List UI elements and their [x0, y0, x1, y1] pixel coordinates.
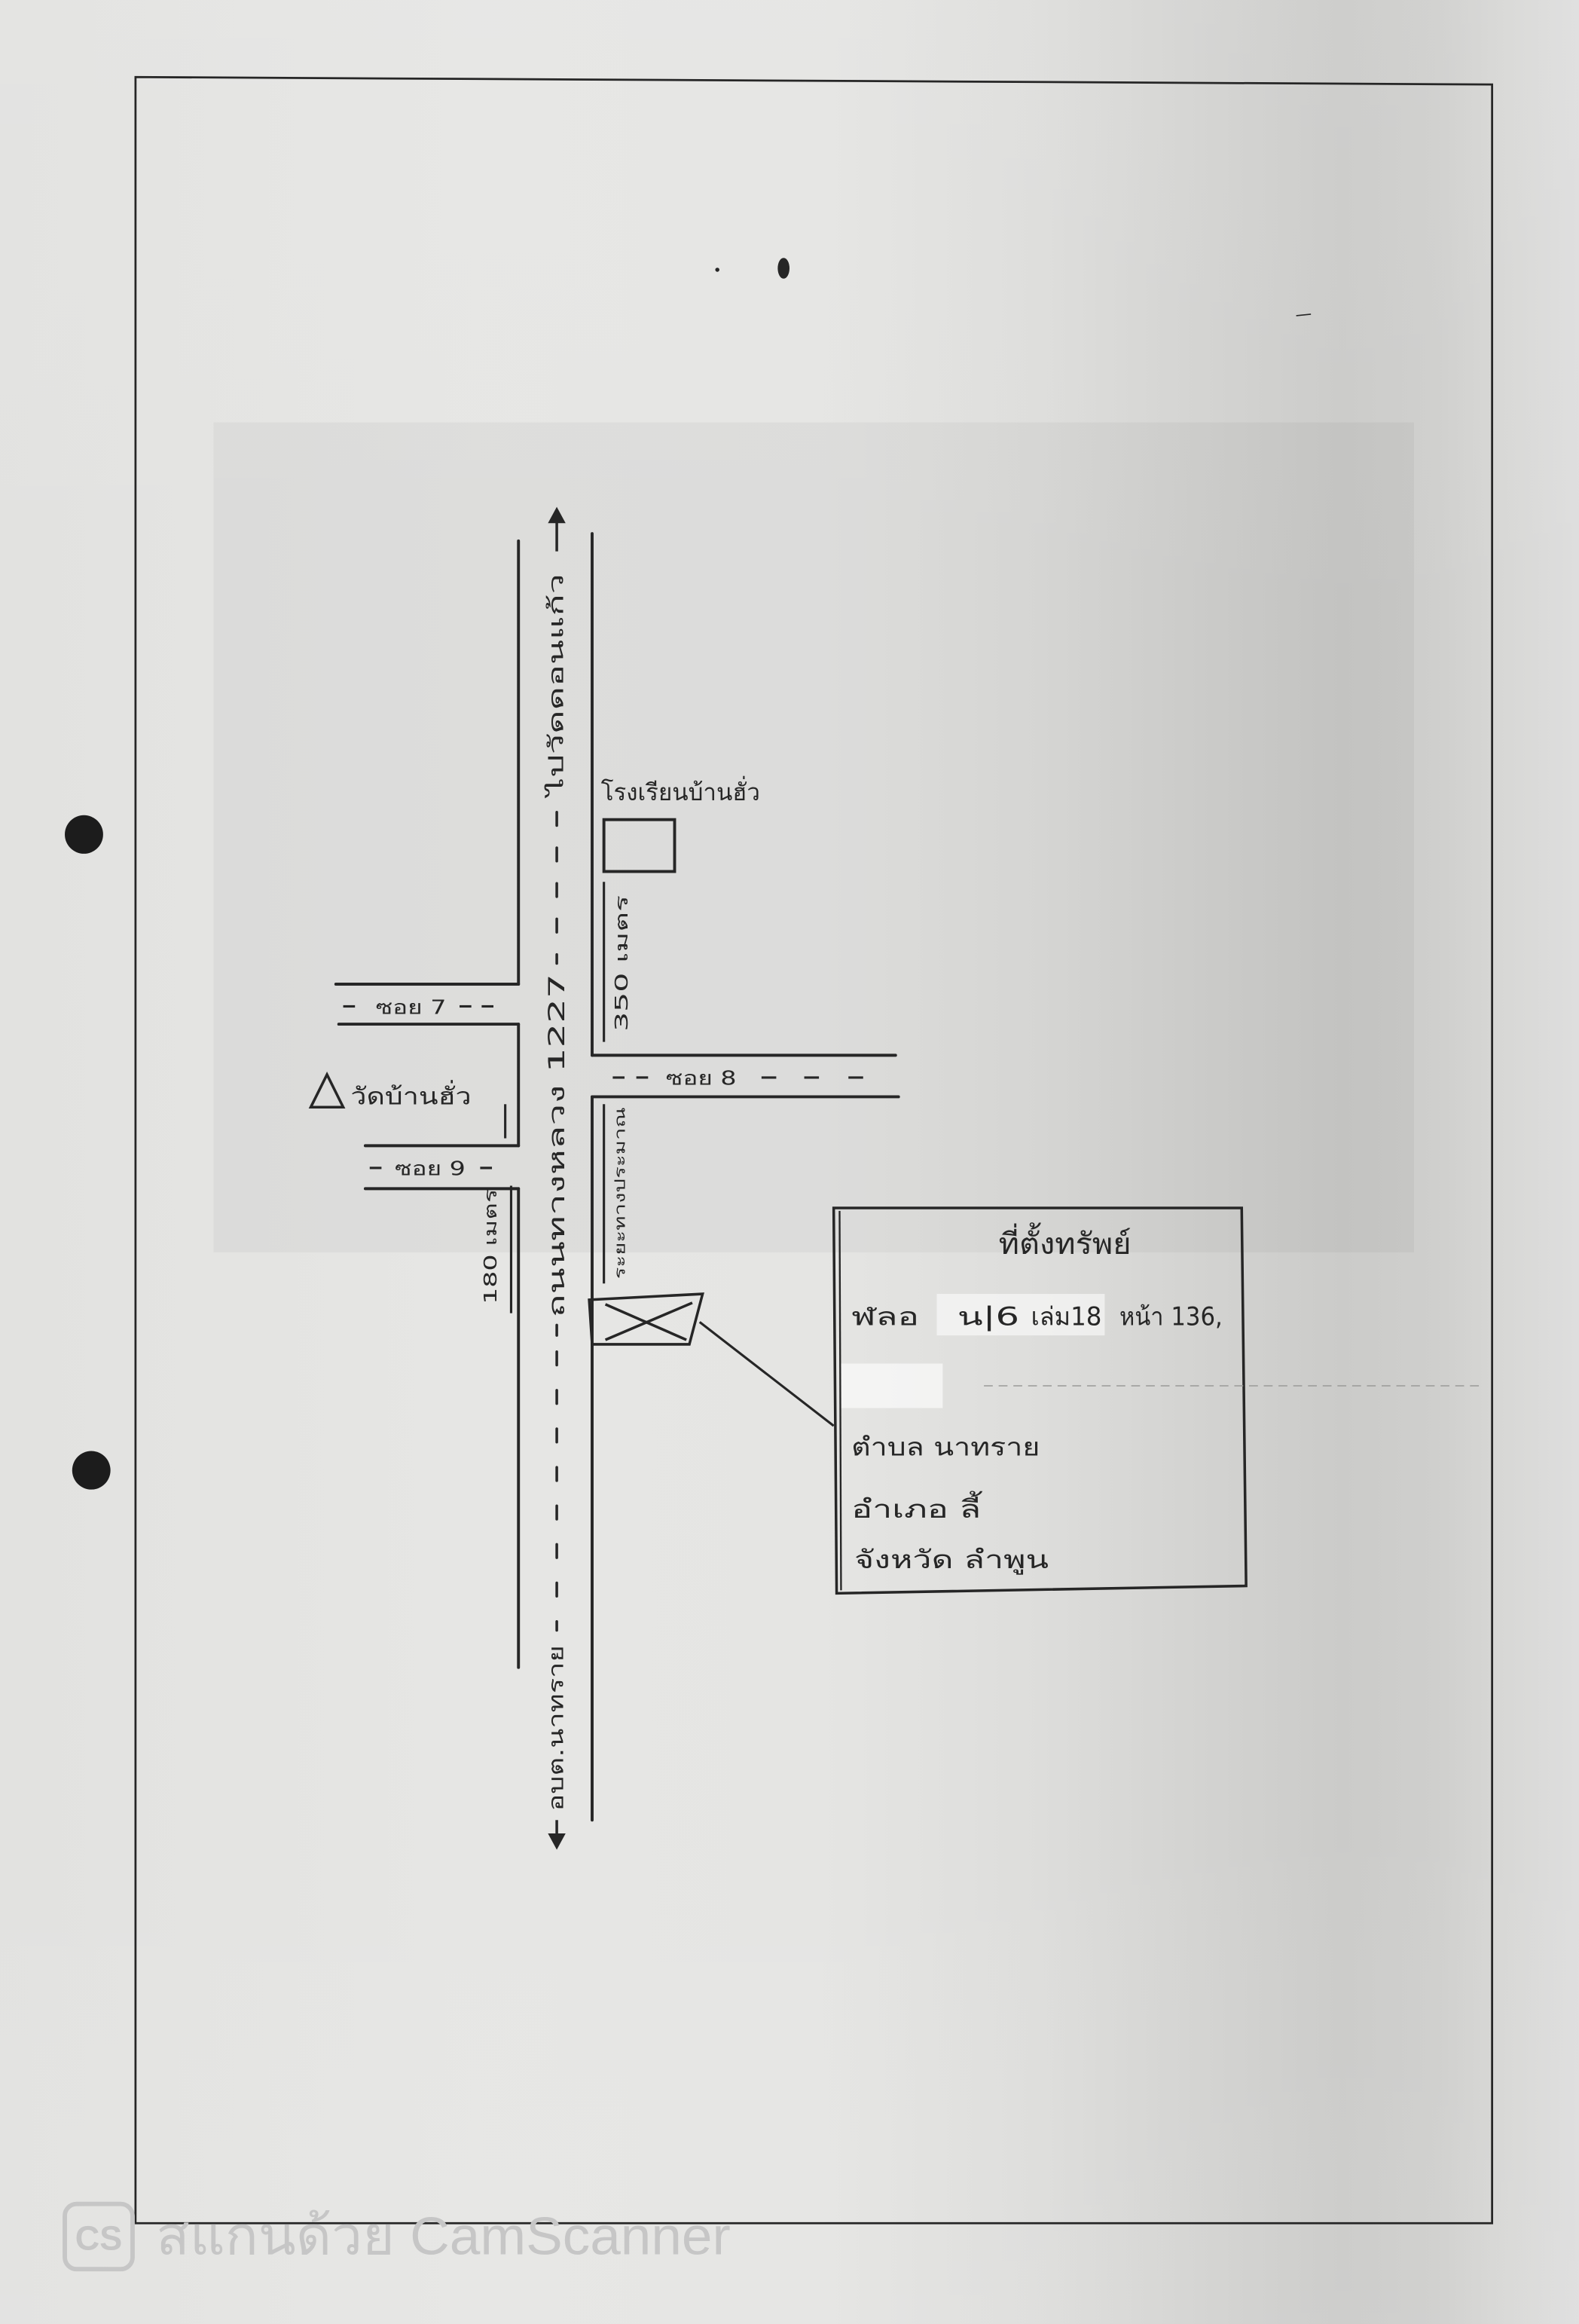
info-box-inner-edge: [838, 1210, 842, 1591]
bleed-through-shade: [214, 423, 1415, 1252]
camscanner-logo-text: CS: [75, 2219, 122, 2258]
redaction-patch: [839, 1363, 943, 1408]
deed-prefix: ฬลอ: [851, 1301, 919, 1331]
subdistrict-line: ตำบล นาทราย: [851, 1432, 1040, 1461]
punch-hole-lower: [72, 1451, 111, 1490]
school-label: โรงเรียนบ้านฮั่ว: [601, 775, 760, 806]
soi-9-distance-label: 180 เมตร: [480, 1188, 501, 1304]
triangle-icon: [308, 1071, 346, 1108]
leader-line: [698, 1321, 835, 1427]
page-frame: [134, 75, 1494, 2225]
district-line: อำเภอ ลี้: [851, 1491, 983, 1524]
south-direction-label: อบต.นาทราย: [545, 1645, 569, 1811]
ink-dot: [715, 268, 719, 272]
south-arrow-head: [548, 1833, 566, 1850]
punch-hole-upper: [65, 815, 103, 854]
ink-smudge: [777, 258, 790, 279]
camscanner-logo-icon: [63, 2201, 135, 2272]
camscanner-watermark-text: สแกนด้วย CamScanner: [156, 2206, 731, 2265]
soi-7-label: ซอย 7: [376, 996, 447, 1019]
south-arrow-icon: [548, 1820, 566, 1850]
crossed-box-icon: [588, 1292, 704, 1346]
main-road-label: ถนนทางหลวง 1227: [544, 974, 570, 1317]
main-road: [517, 532, 594, 1822]
soi-9-label: ซอย 9: [395, 1158, 466, 1181]
soi-7-road: [334, 983, 521, 1026]
north-arrow-head: [548, 506, 566, 524]
deed-number: น|6: [957, 1301, 1019, 1331]
info-box-border: [832, 1206, 1248, 1595]
temple-label: วัดบ้านฮั่ว: [350, 1079, 471, 1110]
property-distance-label: ระยะทางประมาณ: [612, 1107, 629, 1279]
soi-8-label: ซอย 8: [666, 1068, 737, 1090]
redaction-patch: [936, 1294, 1105, 1336]
camscanner-watermark: CS สแกนด้วย CamScanner: [63, 2201, 731, 2272]
square-building-icon: [602, 818, 676, 873]
property-cross: [604, 1301, 693, 1341]
soi-8-road: [591, 1053, 900, 1099]
deed-page: หน้า 136,: [1119, 1301, 1223, 1331]
property-parcel: [588, 1292, 704, 1346]
property-box-title: ที่ตั้งทรัพย์: [999, 1222, 1132, 1261]
stray-mark: [1296, 313, 1312, 316]
province-line: จังหวัด ลำพูน: [854, 1545, 1049, 1575]
soi-9-road: [363, 1144, 521, 1191]
north-arrow-icon: [548, 506, 566, 552]
school-distance-label: 350 เมตร: [611, 895, 632, 1032]
deed-volume: เล่ม18: [1031, 1301, 1102, 1331]
property-info-box: ที่ตั้งทรัพย์ ฬลอ น|6 เล่ม18 หน้า 136, ต…: [832, 1206, 1248, 1595]
north-direction-label: ไปวัดดอนแก้ว: [545, 573, 569, 799]
